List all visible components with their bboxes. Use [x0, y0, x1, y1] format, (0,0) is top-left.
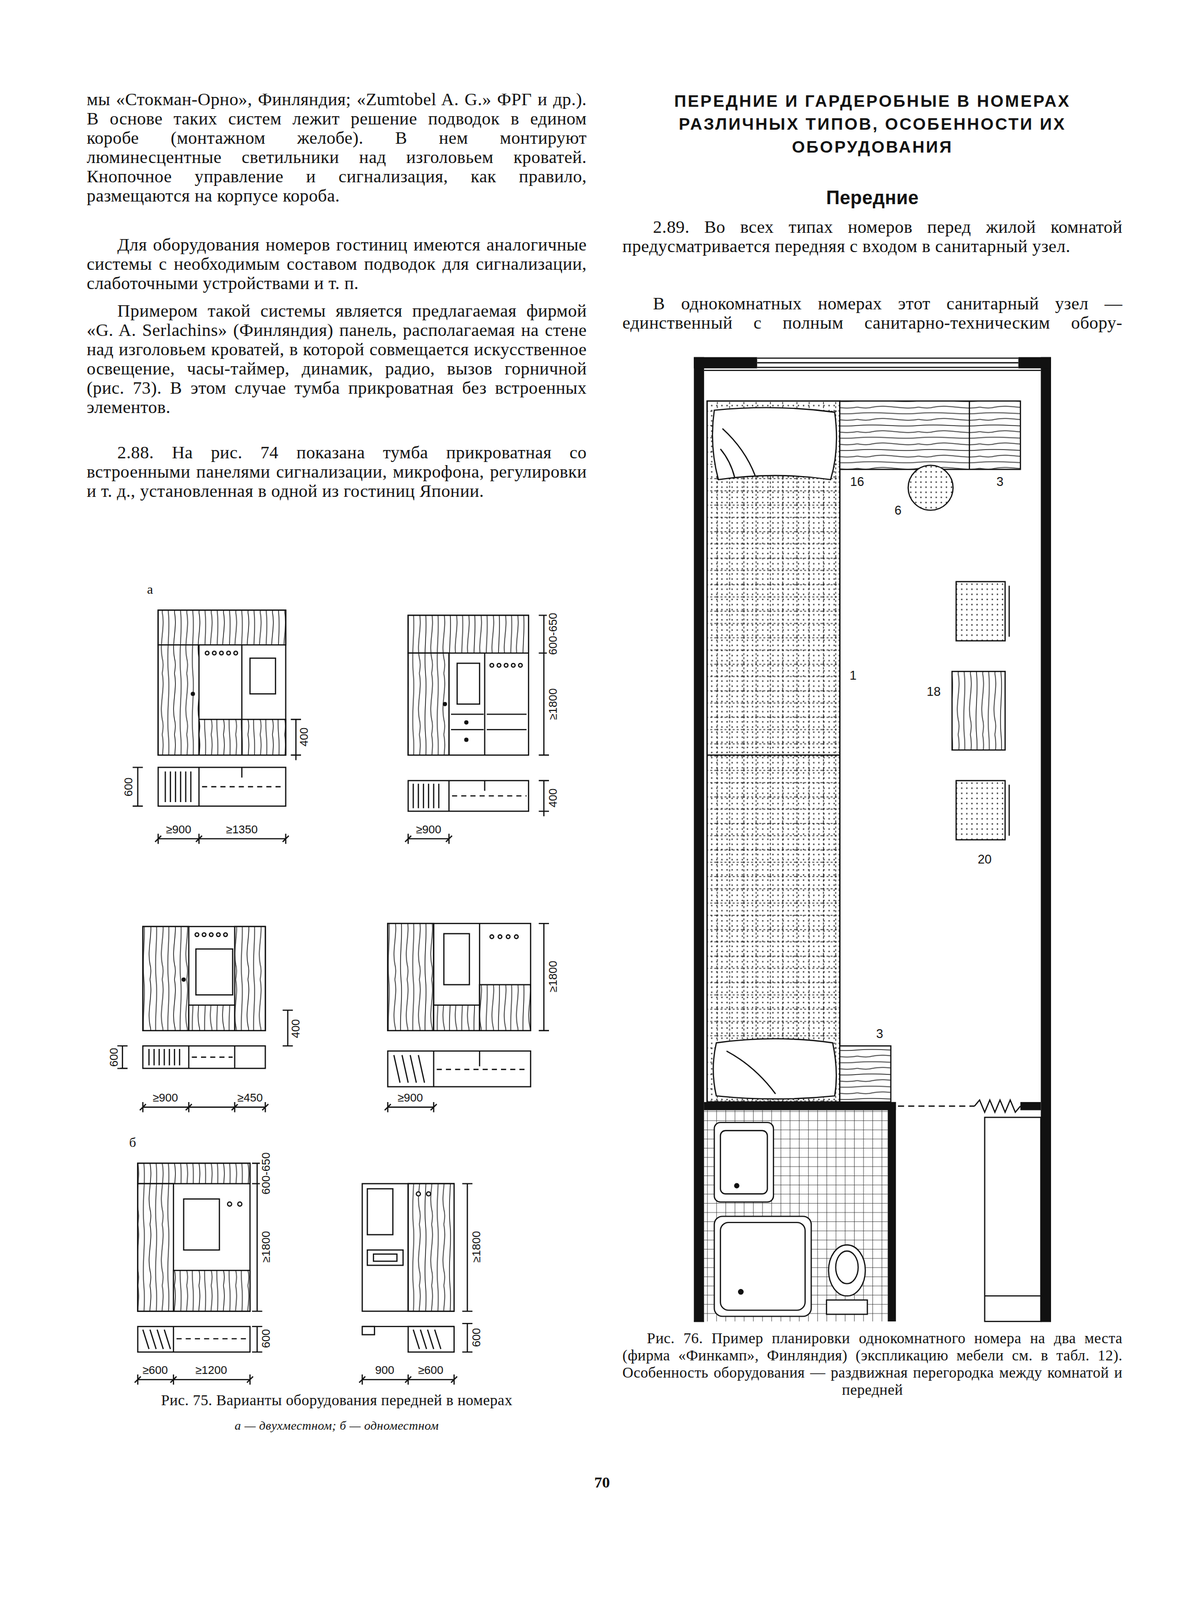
dimension-label: ≥900 — [164, 823, 193, 836]
body-paragraph: 2.89. Во всех типах номеров перед жилой … — [622, 217, 1123, 256]
body-paragraph: Примером такой системы является предлага… — [86, 301, 587, 417]
body-paragraph-holder: Для оборудования номеров гостиниц имеютс… — [86, 234, 587, 293]
dimension-label: 400 — [297, 726, 311, 748]
figure-caption: Рис. 76. Пример планировки однокомнатног… — [622, 1329, 1123, 1399]
body-paragraph-holder: Примером такой системы является предлага… — [86, 301, 587, 417]
dimension-label: 600 — [259, 1328, 273, 1350]
dimension-label: 600 — [470, 1327, 483, 1349]
title-block: ПЕРЕДНИЕ И ГАРДЕРОБНЫЕ В НОМЕРАХ РАЗЛИЧН… — [622, 89, 1123, 159]
dimension-label: ≥1200 — [194, 1364, 229, 1377]
dimension-label: 900 — [373, 1364, 396, 1377]
body-paragraph: В однокомнатных номерах этот санитарный … — [622, 293, 1123, 333]
dimension-label: ≥1800 — [259, 1230, 273, 1265]
callout-number: 3 — [995, 475, 1005, 489]
dimension-label: ≥1800 — [470, 1230, 483, 1265]
dimension-label: ≥1800 — [546, 959, 560, 994]
dimension-label: 400 — [289, 1017, 303, 1040]
figure-part-letter: б — [128, 1135, 137, 1151]
body-paragraph-holder: 2.88. На рис. 74 показана тумба прикрова… — [86, 442, 587, 501]
body-paragraph-holder: 2.89. Во всех типах номеров перед жилой … — [622, 217, 1123, 256]
body-paragraph: Для оборудования номеров гостиниц имеютс… — [86, 234, 587, 293]
callout-number: 16 — [848, 475, 866, 489]
figure-part-letter: а — [145, 582, 155, 598]
dimension-label: ≥600 — [416, 1364, 445, 1377]
section-heading: Передние — [622, 186, 1123, 209]
callout-number: 6 — [893, 503, 903, 517]
dimension-label: 600-650 — [546, 611, 560, 656]
dimension-label: 600 — [107, 1046, 121, 1068]
dimension-label: ≥450 — [236, 1091, 265, 1105]
dimension-label: ≥600 — [141, 1364, 169, 1377]
callout-number: 18 — [925, 684, 942, 699]
dimension-label: 400 — [546, 787, 560, 809]
callout-number: 1 — [848, 668, 858, 683]
page-number: 70 — [593, 1472, 611, 1491]
page-title: ПЕРЕДНИЕ И ГАРДЕРОБНЫЕ В НОМЕРАХ РАЗЛИЧН… — [622, 89, 1123, 159]
body-paragraph-holder: мы «Стокман-Орно», Финляндия; «Zumtobel … — [86, 89, 587, 206]
dimension-label: 600-650 — [259, 1151, 273, 1196]
figure-caption: Рис. 75. Варианты оборудования передней … — [86, 1391, 587, 1409]
dimension-label: ≥900 — [396, 1091, 424, 1105]
dimension-label: ≥1800 — [546, 686, 560, 721]
dimension-label: 600 — [122, 776, 135, 798]
figure-caption-holder: Рис. 76. Пример планировки однокомнатног… — [622, 1329, 1123, 1399]
body-paragraph: 2.88. На рис. 74 показана тумба прикрова… — [86, 442, 587, 501]
figure-subcaption-holder: а — двухместном; б — одноместном — [86, 1418, 587, 1433]
body-paragraph: мы «Стокман-Орно», Финляндия; «Zumtobel … — [86, 89, 587, 206]
dimension-label: ≥900 — [414, 823, 443, 836]
figure-subcaption: а — двухместном; б — одноместном — [86, 1418, 587, 1433]
body-paragraph-holder: В однокомнатных номерах этот санитарный … — [622, 293, 1123, 333]
dimension-label: ≥1350 — [225, 823, 259, 836]
dimension-label: ≥900 — [151, 1091, 180, 1105]
figure-caption-holder: Рис. 75. Варианты оборудования передней … — [86, 1391, 587, 1409]
section-heading-holder: Передние — [622, 186, 1123, 209]
callout-number: 20 — [976, 852, 993, 866]
callout-number: 3 — [875, 1026, 884, 1041]
